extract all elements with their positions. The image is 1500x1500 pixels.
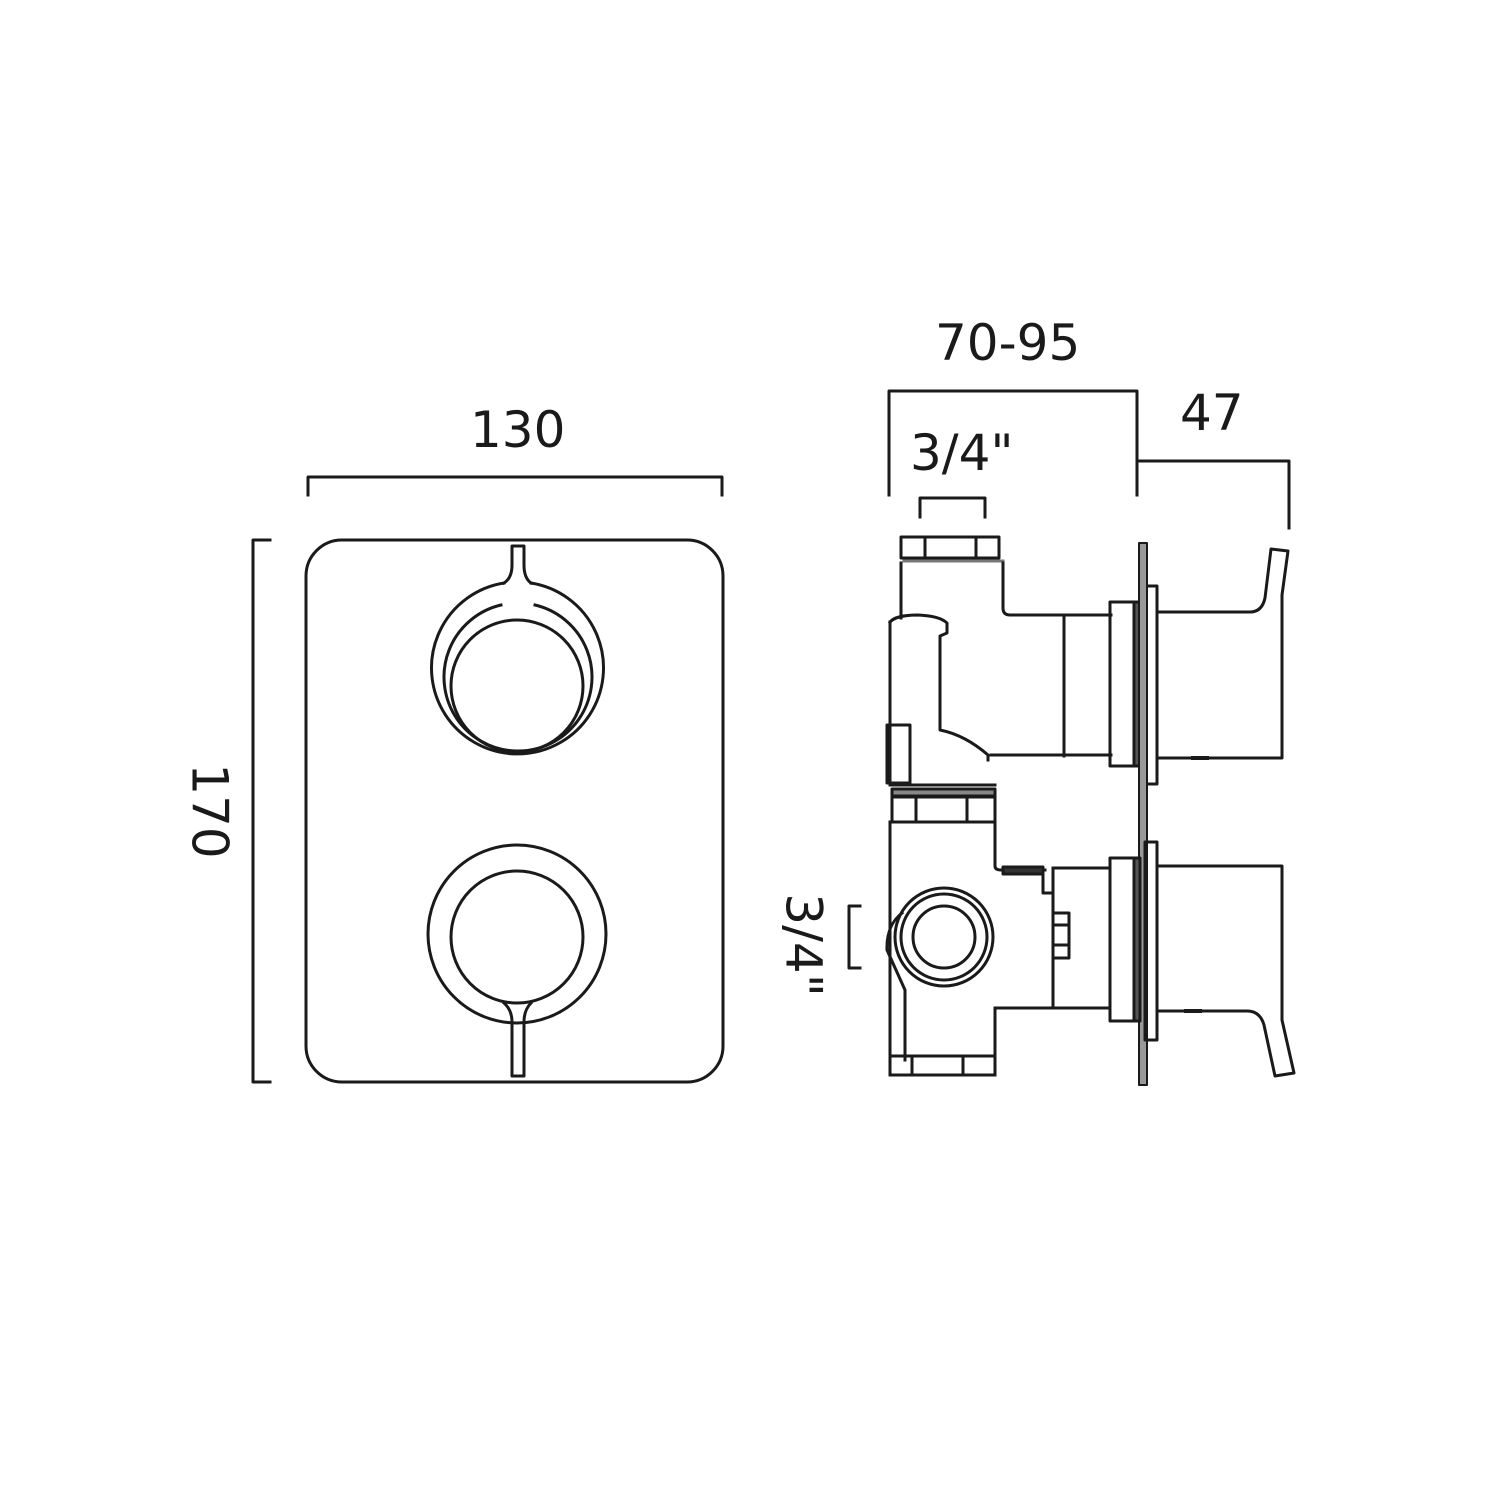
top-connection-label: 3/4" xyxy=(910,424,1014,482)
width-dimension-label: 130 xyxy=(470,401,566,459)
wall-plate xyxy=(1138,542,1148,1086)
projection-dimension-line xyxy=(1137,459,1291,530)
middle-nut xyxy=(890,795,997,824)
upper-handle-side xyxy=(1155,547,1290,760)
upper-valve-body xyxy=(899,561,1113,620)
lower-handle-outer xyxy=(426,843,608,1025)
faceplate-outline xyxy=(304,538,725,1084)
depth-dimension-label: 70-95 xyxy=(935,314,1081,372)
projection-dimension-label: 47 xyxy=(1180,384,1244,442)
side-inlet-outer xyxy=(893,886,995,988)
lower-handle-side xyxy=(1155,864,1296,1078)
side-connection-bracket xyxy=(847,904,862,970)
upper-handle-outer xyxy=(430,581,605,756)
upper-handle-inner-circle xyxy=(449,618,585,754)
lower-bracket xyxy=(1001,865,1045,876)
side-inlet-inner xyxy=(911,904,977,970)
lower-handle-lever xyxy=(501,1000,534,1078)
upper-handle-lever xyxy=(501,544,534,586)
upper-body-side xyxy=(887,613,990,762)
top-connection-bracket xyxy=(918,496,987,519)
middle-nut-band xyxy=(890,787,997,798)
side-inlet-ring xyxy=(899,892,989,982)
height-dimension-line xyxy=(251,538,272,1084)
top-nut xyxy=(899,535,1001,560)
lower-valve-body xyxy=(888,820,1047,1077)
lower-handle-inner xyxy=(449,869,585,1005)
upper-side-clip xyxy=(885,723,912,785)
lower-bolt xyxy=(1051,911,1071,960)
lower-body-bottom xyxy=(888,1006,1112,1077)
depth-dimension-line xyxy=(887,389,1139,497)
width-dimension-line xyxy=(306,475,724,497)
lower-trim-sleeve xyxy=(1143,840,1159,1042)
lower-flange-ring xyxy=(1132,856,1142,1023)
